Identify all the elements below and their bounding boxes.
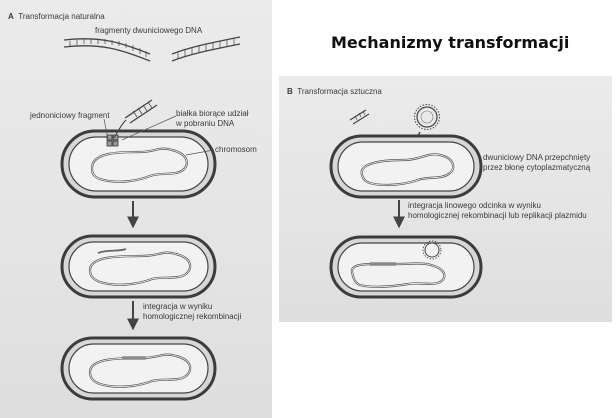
linear-dna-fragment	[349, 109, 370, 125]
bacterial-cell-b2	[329, 235, 483, 299]
label-integration-b-line1: integracja linowego odcinka w wyniku	[408, 201, 541, 210]
single-strand-inside	[97, 248, 127, 254]
label-proteins-line1: białka biorące udział	[176, 109, 249, 118]
panel-a-heading: A Transformacja naturalna	[8, 12, 105, 22]
label-dna-fragments: fragmenty dwuniciowego DNA	[95, 26, 203, 35]
leader-proteins	[121, 115, 177, 141]
page-title: Mechanizmy transformacji	[331, 33, 570, 52]
label-transfer-line2: przez błonę cytoplazmatyczną	[483, 163, 591, 172]
leader-chromosome	[185, 149, 215, 156]
bacterial-cell-a2	[60, 234, 217, 299]
leader-single-strand	[103, 118, 109, 140]
panel-b-heading: B Transformacja sztuczna	[287, 87, 382, 97]
panel-a-heading-text: Transformacja naturalna	[18, 12, 105, 21]
plasmid-inside	[422, 240, 442, 260]
panel-b-letter: B	[287, 87, 293, 96]
bacterial-cell-a1	[60, 129, 217, 199]
plasmid	[414, 104, 440, 130]
label-integration-b-line2: homologicznej rekombinacji lub replikacj…	[408, 211, 587, 220]
bacterial-cell-b1	[329, 134, 483, 199]
label-integration-a-line1: integracja w wyniku	[143, 302, 213, 311]
incoming-dna	[113, 99, 158, 139]
uptake-proteins	[106, 134, 119, 147]
panel-b-heading-text: Transformacja sztuczna	[297, 87, 382, 96]
dna-fragments	[63, 36, 241, 62]
label-single-strand: jednoniciowy fragment	[30, 111, 110, 120]
label-chromosome: chromosom	[215, 145, 257, 154]
label-transfer-line1: dwuniciowy DNA przepchnięty	[483, 153, 591, 162]
bacterial-cell-a3	[60, 336, 217, 401]
label-integration-a-line2: homologicznej rekombinacji	[143, 312, 242, 321]
label-proteins-line2: w pobraniu DNA	[176, 119, 235, 128]
panel-a-letter: A	[8, 12, 14, 21]
